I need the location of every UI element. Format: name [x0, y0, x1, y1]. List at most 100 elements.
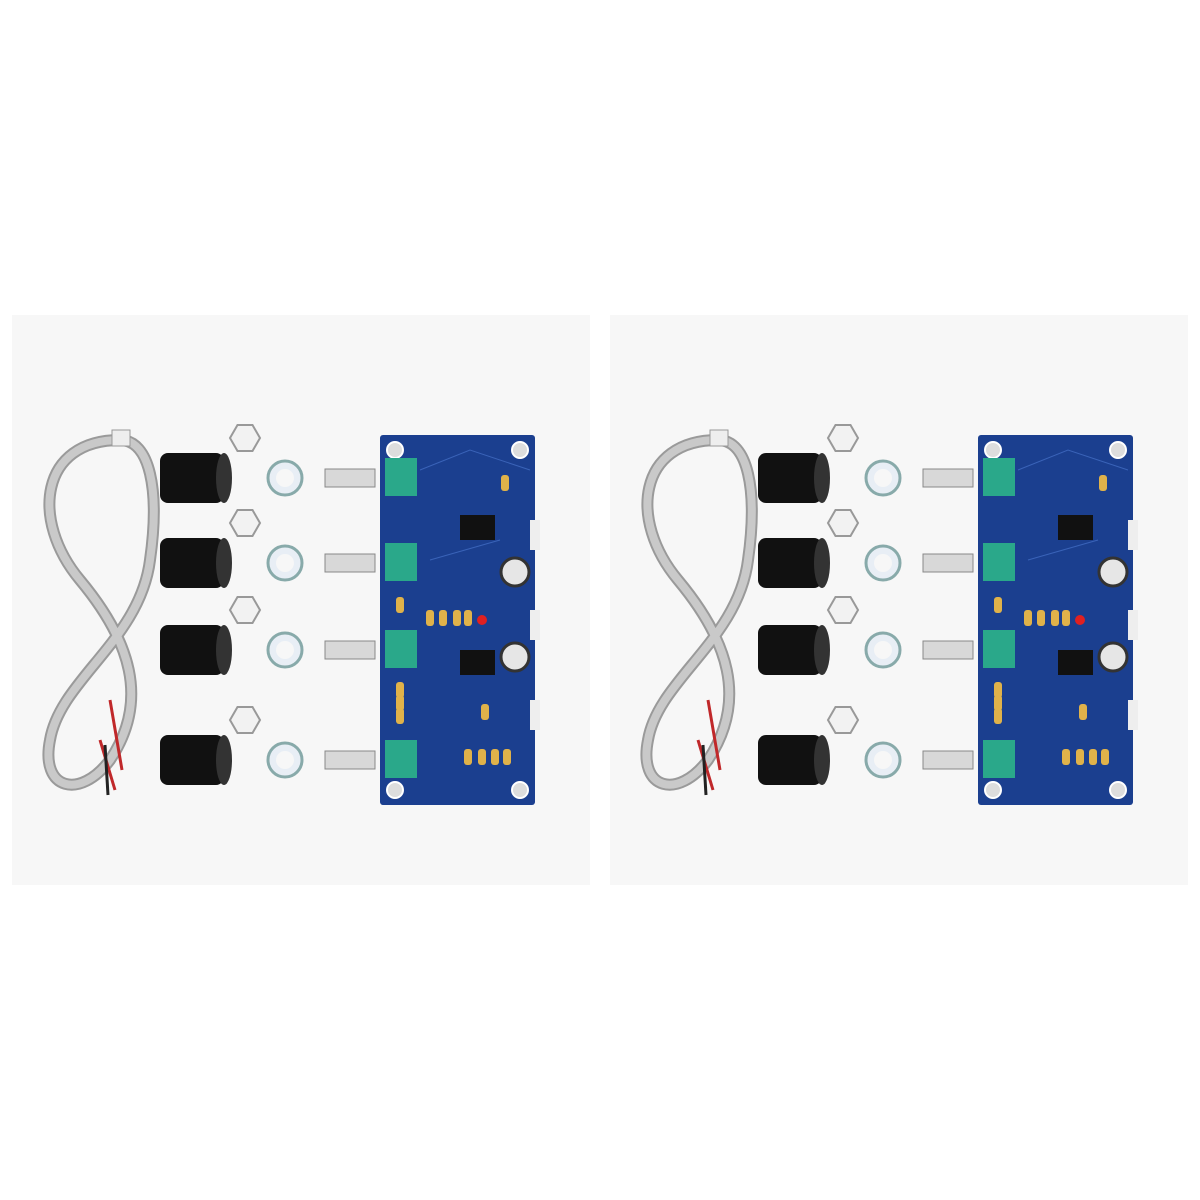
hex-nut: [826, 509, 860, 537]
smd-capacitor: [396, 597, 404, 613]
knob: [758, 625, 822, 675]
smd-capacitor: [1051, 610, 1059, 626]
smd-capacitor: [994, 695, 1002, 711]
knob: [758, 453, 822, 503]
smd-capacitor: [481, 704, 489, 720]
led: [477, 615, 487, 625]
knob: [160, 538, 224, 588]
ic-chip: [460, 650, 495, 675]
header-connector: [530, 520, 540, 550]
smd-capacitor: [426, 610, 434, 626]
electrolytic-capacitor: [499, 641, 531, 673]
knob-face: [216, 625, 232, 675]
knob-face: [216, 735, 232, 785]
mount-hole: [511, 781, 529, 799]
potentiometer-shaft: [324, 468, 376, 488]
washer-hole: [276, 641, 294, 659]
washer-hole: [874, 554, 892, 572]
header-connector: [1128, 610, 1138, 640]
smd-capacitor: [464, 610, 472, 626]
knob: [758, 538, 822, 588]
ic-chip: [1058, 515, 1093, 540]
knob-face: [216, 538, 232, 588]
header-connector: [1128, 520, 1138, 550]
electrolytic-capacitor: [1097, 641, 1129, 673]
potentiometer-shaft: [922, 553, 974, 573]
hex-nut: [228, 509, 262, 537]
potentiometer: [983, 740, 1015, 778]
led: [1075, 615, 1085, 625]
potentiometer-shaft: [324, 750, 376, 770]
knob: [160, 625, 224, 675]
washer-hole: [276, 469, 294, 487]
potentiometer-shaft: [324, 553, 376, 573]
smd-capacitor: [396, 708, 404, 724]
washer-hole: [874, 751, 892, 769]
hex-nut: [826, 596, 860, 624]
smd-capacitor: [1099, 475, 1107, 491]
pcb-trace: [1017, 449, 1129, 561]
mount-hole: [984, 441, 1002, 459]
potentiometer: [385, 740, 417, 778]
smd-capacitor: [439, 610, 447, 626]
knob-face: [814, 538, 830, 588]
potentiometer: [983, 543, 1015, 581]
smd-capacitor: [396, 682, 404, 698]
knob: [160, 453, 224, 503]
mount-hole: [511, 441, 529, 459]
smd-capacitor: [994, 708, 1002, 724]
black-wire: [701, 744, 708, 796]
hex-nut: [826, 424, 860, 452]
potentiometer-shaft: [922, 468, 974, 488]
potentiometer: [385, 543, 417, 581]
potentiometer: [983, 630, 1015, 668]
header-connector: [530, 700, 540, 730]
smd-capacitor: [1079, 704, 1087, 720]
smd-capacitor: [501, 475, 509, 491]
mount-hole: [984, 781, 1002, 799]
washer-hole: [874, 641, 892, 659]
potentiometer-shaft: [922, 640, 974, 660]
cable: [44, 435, 158, 789]
black-wire: [103, 744, 110, 796]
smd-capacitor: [1062, 610, 1070, 626]
smd-capacitor: [994, 597, 1002, 613]
potentiometer-shaft: [324, 640, 376, 660]
hex-nut: [228, 424, 262, 452]
washer-hole: [276, 751, 294, 769]
knob-face: [814, 735, 830, 785]
connector-plug: [709, 429, 729, 447]
hex-nut: [228, 706, 262, 734]
smd-capacitor: [1037, 610, 1045, 626]
mount-hole: [386, 781, 404, 799]
smd-capacitor: [478, 749, 486, 765]
smd-capacitor: [396, 695, 404, 711]
potentiometer: [385, 458, 417, 496]
pcb-trace: [419, 449, 531, 561]
smd-capacitor: [453, 610, 461, 626]
kit-right: [610, 315, 1188, 885]
smd-capacitor: [1062, 749, 1070, 765]
potentiometer-shaft: [922, 750, 974, 770]
washer-hole: [874, 469, 892, 487]
mount-hole: [386, 441, 404, 459]
kit-left: [12, 315, 590, 885]
smd-capacitor: [464, 749, 472, 765]
knob-face: [814, 625, 830, 675]
electrolytic-capacitor: [1097, 556, 1129, 588]
smd-capacitor: [994, 682, 1002, 698]
ic-chip: [1058, 650, 1093, 675]
potentiometer: [385, 630, 417, 668]
ic-chip: [460, 515, 495, 540]
smd-capacitor: [1076, 749, 1084, 765]
knob-face: [216, 453, 232, 503]
electrolytic-capacitor: [499, 556, 531, 588]
connector-plug: [111, 429, 131, 447]
mount-hole: [1109, 781, 1127, 799]
washer-hole: [276, 554, 294, 572]
smd-capacitor: [1089, 749, 1097, 765]
smd-capacitor: [491, 749, 499, 765]
knob: [160, 735, 224, 785]
smd-capacitor: [1101, 749, 1109, 765]
